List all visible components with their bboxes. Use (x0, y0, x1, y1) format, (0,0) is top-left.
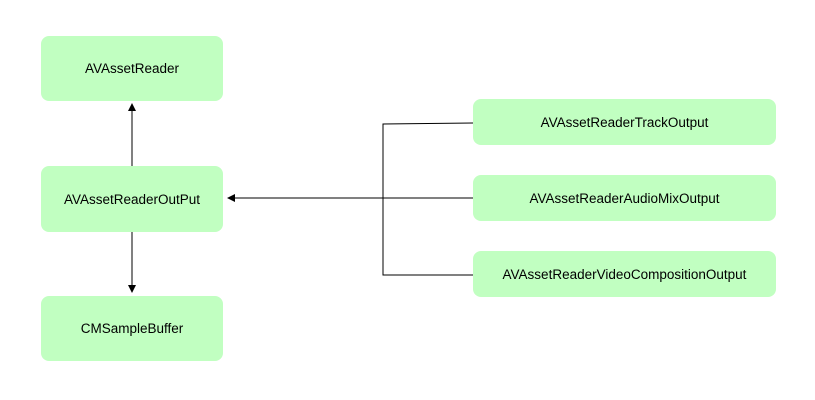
node-audio-mix-output-label: AVAssetReaderAudioMixOutput (529, 190, 720, 206)
node-sample-buffer-label: CMSampleBuffer (80, 321, 184, 336)
node-video-composition-output: AVAssetReaderVideoCompositionOutput (473, 251, 776, 297)
node-audio-mix-output: AVAssetReaderAudioMixOutput (473, 175, 776, 221)
node-asset-reader-label: AVAssetReader (84, 61, 180, 76)
node-track-output-label: AVAssetReaderTrackOutput (540, 114, 709, 130)
edge-videocomposition-connector (382, 198, 473, 276)
node-asset-reader: AVAssetReader (41, 36, 223, 101)
node-track-output: AVAssetReaderTrackOutput (473, 99, 776, 145)
node-reader-output: AVAssetReaderOutPut (41, 166, 223, 232)
node-sample-buffer: CMSampleBuffer (41, 296, 223, 361)
edge-trackoutput-connector (382, 122, 474, 198)
node-video-composition-output-label: AVAssetReaderVideoCompositionOutput (502, 266, 747, 282)
node-reader-output-label: AVAssetReaderOutPut (63, 191, 201, 207)
